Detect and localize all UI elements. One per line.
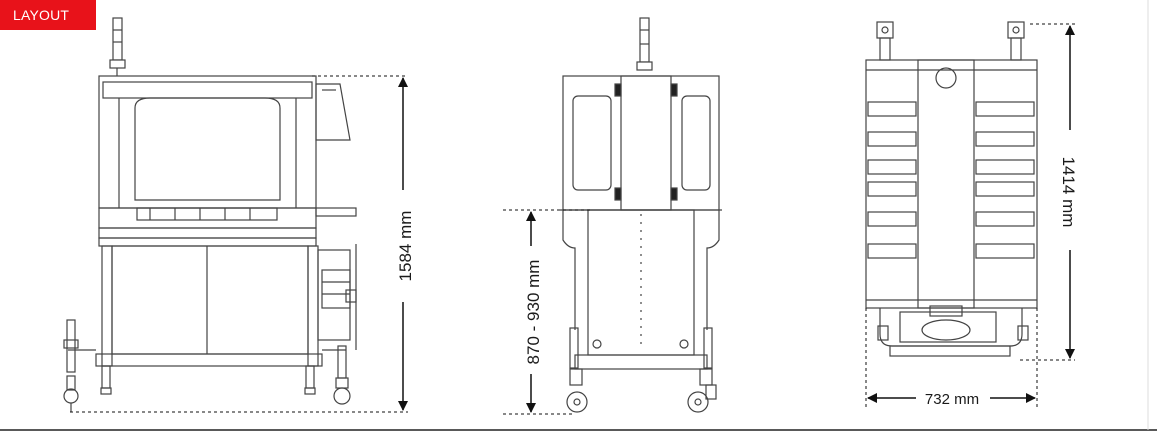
width-dimension: 732 mm bbox=[865, 308, 1038, 410]
table-height-dimension: 870 - 930 mm bbox=[503, 209, 590, 415]
front-view bbox=[560, 17, 722, 413]
height-dimension: 1584 mm bbox=[70, 75, 415, 413]
length-label: 1414 mm bbox=[1059, 157, 1078, 228]
layout-badge: LAYOUT bbox=[0, 0, 96, 30]
top-view bbox=[865, 21, 1038, 357]
side-view bbox=[63, 17, 357, 412]
height-label: 1584 mm bbox=[396, 211, 415, 282]
width-label: 732 mm bbox=[925, 391, 979, 408]
length-dimension: 1414 mm bbox=[1020, 23, 1078, 361]
table-height-label: 870 - 930 mm bbox=[524, 260, 543, 365]
